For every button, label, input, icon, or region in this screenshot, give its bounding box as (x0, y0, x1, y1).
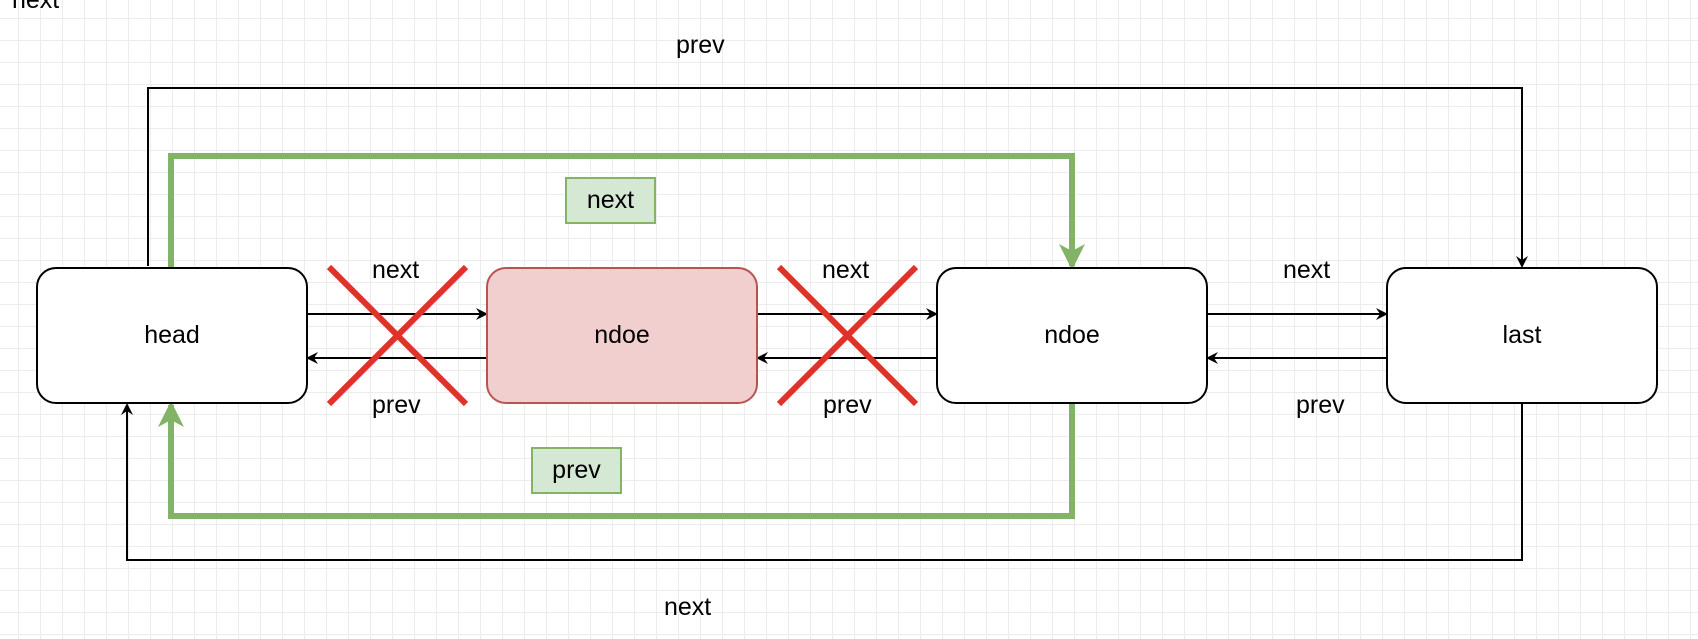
node-middle-label: ndoe (1044, 321, 1100, 349)
top-prev-label: prev (676, 31, 725, 59)
edge-head-to-last-prev (147, 87, 1528, 268)
new-next-tag: next (565, 177, 656, 224)
corner-next-label: next (12, 0, 60, 14)
last-next-label: next (1283, 256, 1331, 284)
ndoe-prev-label: prev (823, 391, 872, 419)
cross-mark-left (326, 264, 469, 407)
last-prev-label: prev (1296, 391, 1345, 419)
ndoe-next-label: next (822, 256, 870, 284)
node-last-label: last (1502, 321, 1542, 349)
node-removed[interactable]: ndoe (486, 267, 758, 404)
edge-last-to-head-next (121, 403, 1523, 561)
cross-mark-right (776, 264, 919, 407)
node-removed-label: ndoe (594, 321, 650, 349)
new-prev-link (158, 401, 1075, 519)
node-head-label: head (144, 321, 200, 349)
bottom-next-label: next (664, 593, 712, 621)
head-next-label: next (372, 256, 420, 284)
new-next-link (168, 153, 1085, 270)
node-head[interactable]: head (36, 267, 308, 404)
new-prev-tag: prev (531, 447, 622, 494)
node-middle[interactable]: ndoe (936, 267, 1208, 404)
head-prev-label: prev (372, 391, 421, 419)
node-last[interactable]: last (1386, 267, 1658, 404)
